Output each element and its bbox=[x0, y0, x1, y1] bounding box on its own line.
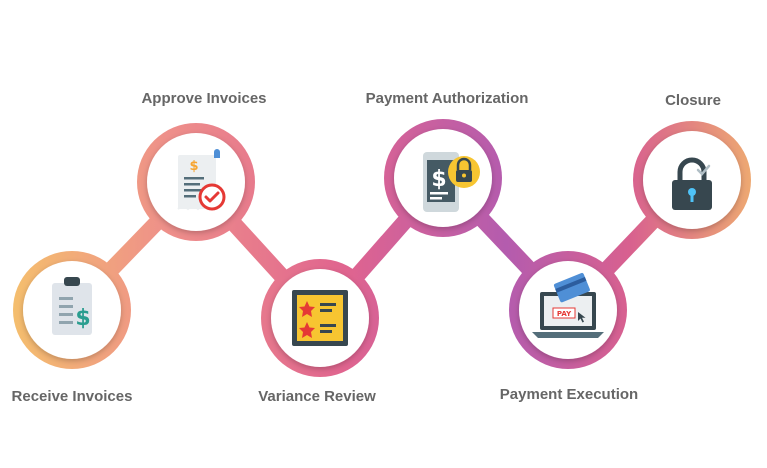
step-label-receive-invoices: Receive Invoices bbox=[11, 388, 133, 405]
step-label-payment-execution: Payment Execution bbox=[499, 386, 639, 403]
svg-text:PAY: PAY bbox=[557, 310, 572, 318]
svg-text:$: $ bbox=[431, 167, 446, 192]
svg-text:$: $ bbox=[189, 159, 198, 174]
star-review-icon bbox=[292, 290, 348, 346]
clipboard-dollar-icon: $ bbox=[52, 277, 92, 335]
step-label-payment-authorization: Payment Authorization bbox=[365, 90, 529, 107]
svg-text:$: $ bbox=[75, 306, 90, 331]
step-label-variance-review: Variance Review bbox=[258, 388, 376, 405]
step-label-approve-invoices: Approve Invoices bbox=[141, 90, 267, 107]
invoice-approved-icon: $ bbox=[177, 149, 226, 211]
padlock-icon bbox=[672, 157, 712, 210]
step-label-closure: Closure bbox=[665, 92, 721, 109]
laptop-pay-card-icon: PAY bbox=[532, 272, 604, 338]
mobile-payment-lock-icon: $ bbox=[423, 152, 480, 212]
